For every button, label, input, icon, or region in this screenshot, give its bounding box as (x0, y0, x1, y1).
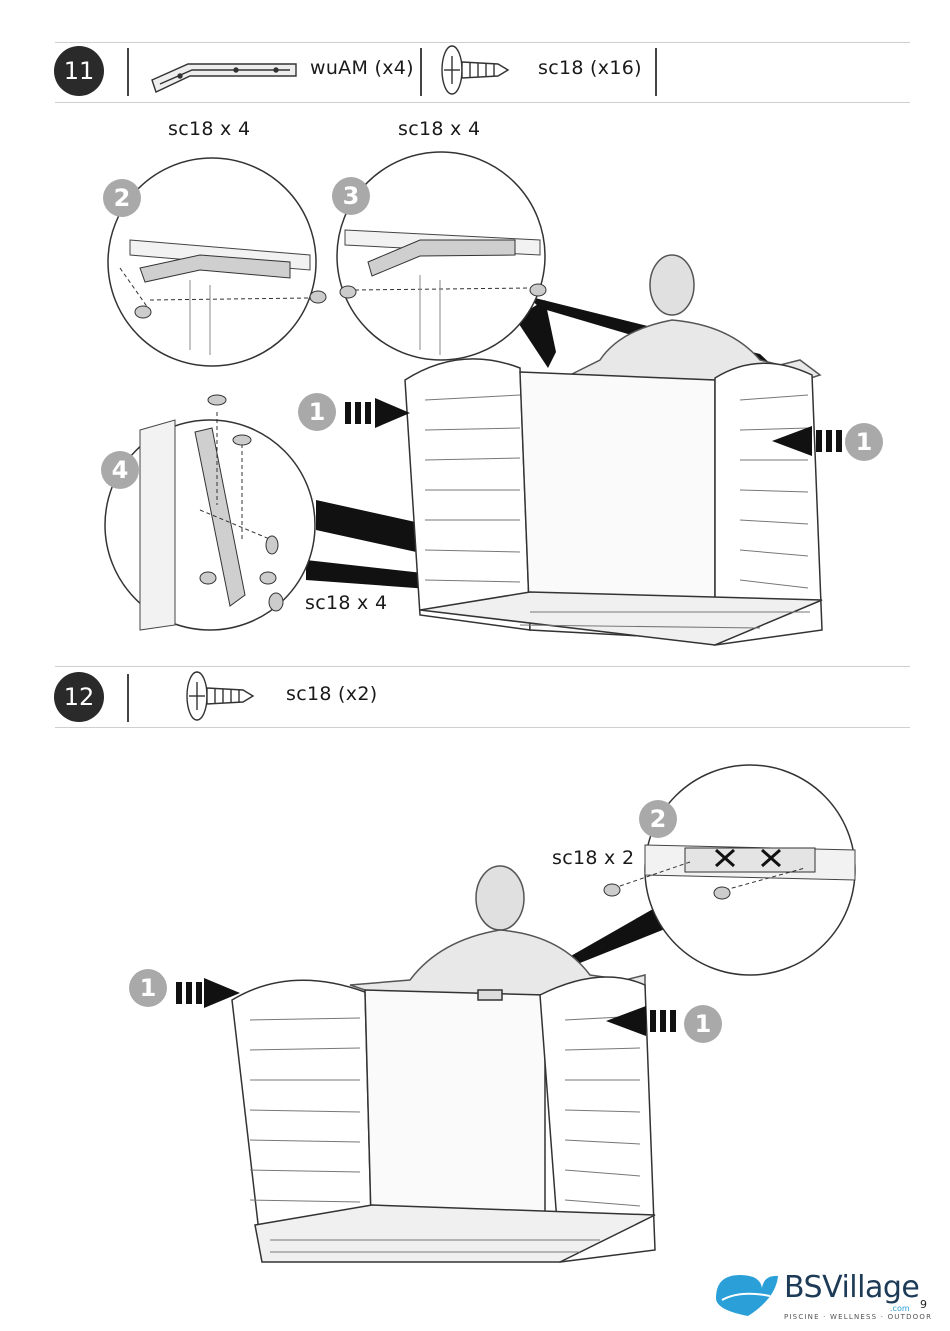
callout-badge: 1 (684, 1005, 722, 1043)
detail-label: sc18 x 4 (398, 118, 481, 140)
part-label: wuAM (x4) (310, 57, 414, 79)
bracket-part-icon (151, 63, 297, 93)
step11-number-badge: 11 (54, 46, 104, 96)
step11-separator (420, 48, 422, 96)
part-label: sc18 (x2) (286, 683, 378, 705)
part-label: sc18 (x16) (538, 57, 642, 79)
detail-circle (603, 764, 856, 976)
callout-badge: 1 (298, 393, 336, 431)
detail-label: sc18 x 4 (305, 592, 388, 614)
page-number: 9 (920, 1298, 927, 1311)
step11-separator (655, 48, 657, 96)
detail-label: sc18 x 2 (552, 847, 635, 869)
brand-suffix: .com (890, 1304, 910, 1313)
callout-badge: 3 (332, 177, 370, 215)
detail-circle (107, 157, 327, 367)
brand-tagline: PISCINE · WELLNESS · OUTDOOR (784, 1313, 933, 1321)
step11-top-rule (55, 42, 910, 43)
callout-badge: 2 (639, 800, 677, 838)
step12-bottom-rule (55, 727, 910, 728)
callout-badge: 1 (129, 969, 167, 1007)
push-arrow (606, 1006, 676, 1036)
step12-separator (127, 674, 129, 722)
screw-icon (441, 45, 510, 95)
push-arrow (176, 978, 240, 1008)
step12-number-badge: 12 (54, 672, 104, 722)
detail-circle (104, 394, 316, 631)
callout-badge: 2 (103, 179, 141, 217)
detail-circle (336, 151, 547, 361)
step12-top-rule (55, 666, 910, 667)
push-arrow (772, 426, 842, 456)
push-arrow (345, 398, 410, 428)
step11-bottom-rule (55, 102, 910, 103)
callout-badge: 1 (845, 423, 883, 461)
brand-logo-icon (716, 1275, 778, 1316)
brand-name: BSVillage (784, 1270, 920, 1305)
detail-label: sc18 x 4 (168, 118, 251, 140)
screw-icon (186, 671, 255, 721)
callout-badge: 4 (101, 451, 139, 489)
step11-separator (127, 48, 129, 96)
shed-illustration (231, 865, 656, 1263)
